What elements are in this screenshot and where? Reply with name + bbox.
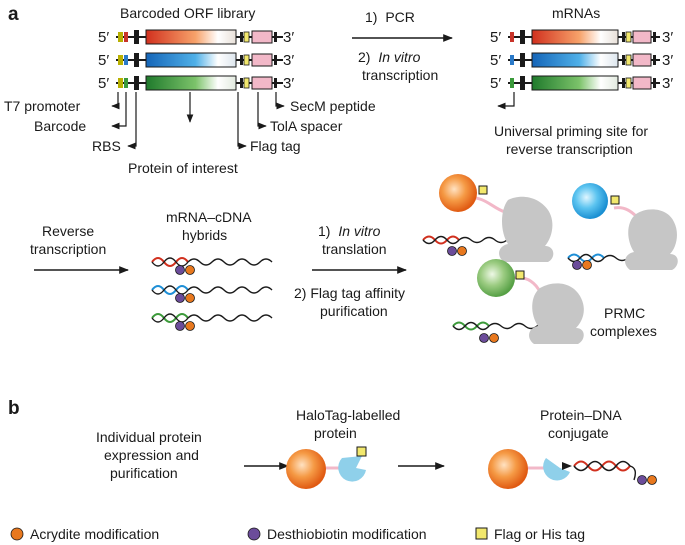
desthiobiotin-legend-label: Desthiobiotin modification [267, 526, 427, 542]
translation-number: 1) [318, 223, 330, 239]
priming-site-arrow [497, 92, 515, 110]
step2-label: 2) In vitro [358, 49, 421, 65]
prmc-line2: complexes [590, 323, 657, 339]
five-prime-label: 5′ [98, 75, 109, 92]
protein-of-interest-label: Protein of interest [128, 160, 238, 176]
panel-b-letter: b [8, 398, 20, 419]
protein-dna-conjugate [488, 449, 657, 489]
hybrid-green [151, 313, 273, 331]
five-prime-label: 5′ [490, 29, 501, 46]
panel-a-letter: a [8, 4, 19, 25]
three-prime-label: 3′ [283, 52, 294, 69]
step1-label: 1) PCR [365, 9, 415, 25]
orf-construct-blue: 5′ 3′ [98, 52, 294, 69]
halo-line2: protein [314, 425, 357, 441]
secm-peptide-label: SecM peptide [290, 98, 376, 114]
tola-spacer-label: TolA spacer [270, 118, 343, 134]
acrydite-legend-label: Acrydite modification [30, 526, 159, 542]
five-prime-label: 5′ [490, 52, 501, 69]
step1-text: PCR [385, 9, 415, 25]
rbs-label: RBS [92, 138, 121, 154]
translation-italic: In vitro [338, 223, 380, 239]
reverse-line1: Reverse [42, 223, 94, 239]
legend: Acrydite modification Desthiobiotin modi… [10, 526, 585, 542]
mrna-red: 5′ 3′ [490, 29, 673, 46]
translation-line2: translation [322, 241, 387, 257]
prmc-complex-green [452, 259, 584, 344]
indiv-line3: purification [110, 465, 178, 481]
five-prime-label: 5′ [98, 52, 109, 69]
flag-tag-label: Flag tag [250, 138, 301, 154]
indiv-line2: expression and [104, 447, 199, 463]
acrydite-legend-icon [10, 527, 24, 541]
flag-his-legend-label: Flag or His tag [494, 526, 585, 542]
mrna-blue: 5′ 3′ [490, 52, 673, 69]
feature-callouts [111, 92, 285, 150]
three-prime-label: 3′ [662, 75, 673, 92]
barcode-label: Barcode [34, 118, 86, 134]
reverse-line2: transcription [30, 241, 106, 257]
mrnas-title: mRNAs [552, 5, 600, 21]
priming-line2: reverse transcription [506, 141, 633, 157]
mrna-green: 5′ 3′ [490, 75, 673, 92]
library-title: Barcoded ORF library [120, 5, 255, 21]
three-prime-label: 3′ [283, 29, 294, 46]
halo-line1: HaloTag-labelled [296, 407, 400, 423]
orf-construct-green: 5′ 3′ [98, 75, 294, 92]
step2-italic: In vitro [378, 49, 420, 65]
step1-number: 1) [365, 9, 377, 25]
prmc-complex-orange [422, 174, 554, 262]
hybrids-line1: mRNA–cDNA [166, 209, 252, 225]
flag-affinity-line1: 2) Flag tag affinity [294, 285, 405, 301]
hybrid-red [151, 257, 273, 275]
five-prime-label: 5′ [490, 75, 501, 92]
indiv-line1: Individual protein [96, 429, 202, 445]
flag-his-legend-icon [475, 527, 488, 540]
five-prime-label: 5′ [98, 29, 109, 46]
step2-text: transcription [362, 67, 438, 83]
prmc-line1: PRMC [604, 305, 645, 321]
hybrids-line2: hybrids [182, 227, 227, 243]
translation-line1: 1) In vitro [318, 223, 381, 239]
three-prime-label: 3′ [662, 29, 673, 46]
three-prime-label: 3′ [283, 75, 294, 92]
halotag-protein [286, 446, 367, 489]
priming-line1: Universal priming site for [494, 123, 648, 139]
orf-construct-red: 5′ 3′ [98, 29, 294, 46]
flag-affinity-line2: purification [320, 303, 388, 319]
three-prime-label: 3′ [662, 52, 673, 69]
hybrid-blue [151, 285, 273, 303]
prmc-complex-blue [567, 183, 678, 270]
desthiobiotin-legend-icon [247, 527, 261, 541]
conj-line2: conjugate [548, 425, 609, 441]
conj-line1: Protein–DNA [540, 407, 622, 423]
t7-promoter-label: T7 promoter [4, 98, 81, 114]
step2-number: 2) [358, 49, 370, 65]
